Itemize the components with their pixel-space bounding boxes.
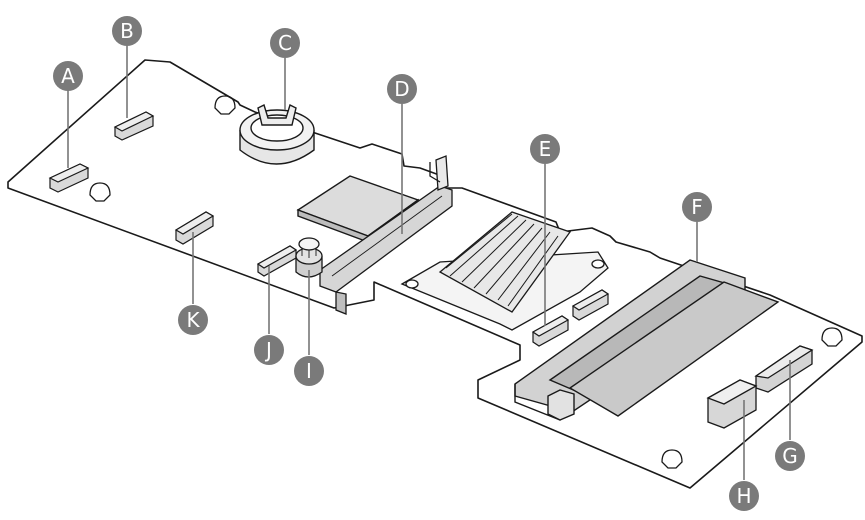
callouts: A B C D E F G H [53,16,805,511]
battery-holder [239,104,315,165]
callout-d: D [387,74,417,104]
mounting-slot [821,327,843,347]
heatsink [400,211,609,331]
callout-label-a: A [61,64,75,88]
mounting-slot [214,95,236,115]
connector-a [48,163,90,193]
callout-i: I [294,356,324,386]
callout-k: K [178,305,208,335]
callout-label-k: K [186,308,200,332]
callout-b: B [112,16,142,46]
callout-label-e: E [539,137,552,161]
connector-b [113,111,155,141]
mounting-slot [661,449,683,469]
callout-label-j: J [264,338,272,362]
callout-label-g: G [782,444,798,468]
callout-a: A [53,61,83,91]
standoff-screw [295,237,323,278]
m2-module [568,281,780,417]
callout-g: G [775,441,805,471]
callout-label-f: F [691,195,703,219]
callout-label-h: H [736,484,751,508]
connector-k [174,211,215,245]
callout-f: F [682,192,712,222]
leader-lines [67,45,791,480]
connectors-small [48,111,610,347]
mounting-slot [89,182,111,202]
heatsink-fins [445,213,559,307]
callout-label-b: B [120,19,134,43]
m2-slot [514,259,780,421]
callout-c: C [270,28,300,58]
callout-j: J [254,335,284,365]
callout-h: H [729,481,759,511]
connector-j [256,245,298,277]
heatsink-mount-hole [591,259,605,269]
callout-label-c: C [278,31,292,55]
heatsink-mount-hole [405,279,419,289]
mounting-slots [89,95,843,469]
callout-label-d: D [394,77,409,101]
memory-slot [319,155,453,315]
connector-e [531,289,610,347]
callout-label-i: I [306,359,312,383]
callout-e: E [530,134,560,164]
